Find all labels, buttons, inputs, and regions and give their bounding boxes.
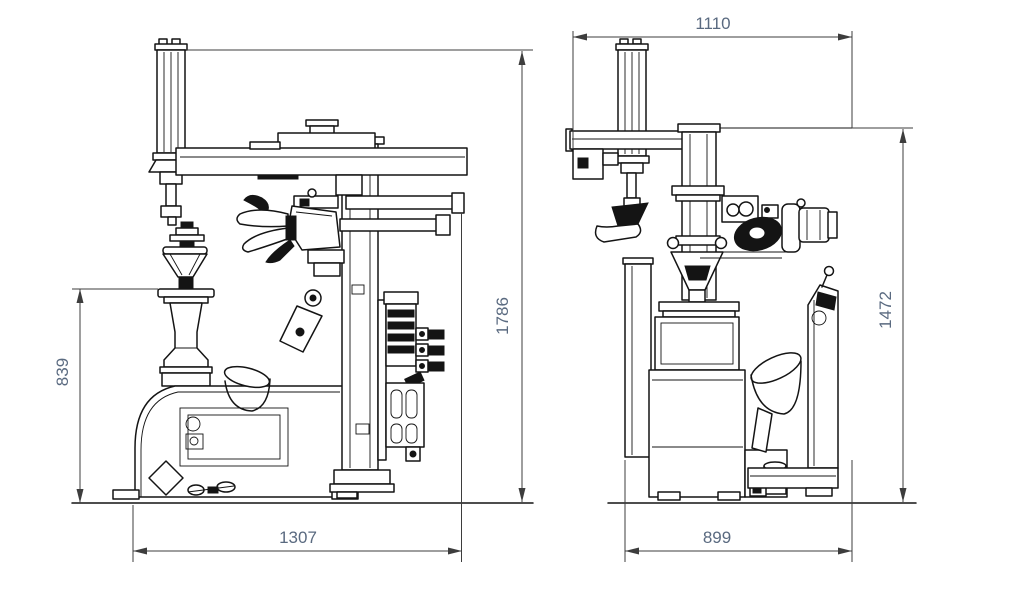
- front-base-cabinet: [112, 385, 359, 500]
- dimension-839: 839: [53, 288, 158, 503]
- dimension-annotations: 839 1786 1307 1110: [53, 14, 913, 562]
- front-valve-unit: [383, 291, 445, 462]
- dimension-1786: 1786: [186, 49, 533, 502]
- dimension-label-1110: 1110: [695, 14, 730, 33]
- dimension-label-1472: 1472: [876, 291, 895, 329]
- front-pedals: [187, 481, 236, 496]
- dimension-1110: 1110: [572, 14, 853, 148]
- front-connectors: [415, 327, 445, 373]
- front-cylinder: [148, 38, 194, 226]
- side-bead-breaker-disc: [750, 352, 802, 453]
- front-slide-rails: [339, 192, 465, 236]
- dimension-label-1307: 1307: [279, 528, 317, 547]
- side-swing-arm: [747, 265, 839, 497]
- side-view-drawing: [565, 38, 917, 504]
- front-diamond-plate: [148, 460, 184, 496]
- front-lock-icon: [185, 416, 201, 432]
- dimension-1472: 1472: [852, 127, 913, 502]
- side-rear-panel: [622, 257, 654, 458]
- side-arm-knob: [823, 265, 835, 277]
- dimension-899: 899: [624, 460, 853, 562]
- dimension-1307: 1307: [132, 213, 462, 562]
- front-badge-icon: [185, 433, 204, 450]
- front-brace: [279, 289, 323, 353]
- side-base-cabinet: [648, 301, 788, 501]
- front-left-foot: [112, 489, 140, 500]
- front-centering-cone-pedestal: [157, 221, 215, 387]
- side-column: [666, 123, 728, 303]
- dimension-label-1786: 1786: [493, 297, 512, 335]
- front-bead-breaker-disc: [223, 365, 271, 412]
- dimension-label-839: 839: [53, 358, 72, 386]
- front-view-drawing: [71, 38, 534, 504]
- claw-1: [243, 194, 269, 212]
- claw-3: [241, 227, 291, 253]
- side-beam: [565, 127, 852, 180]
- claw-2: [236, 209, 289, 228]
- side-motor-assembly: [700, 195, 838, 259]
- front-swing-arm: [175, 119, 468, 196]
- side-mount-head: [611, 202, 649, 227]
- front-mount-head: [236, 188, 345, 277]
- claw-4: [265, 239, 295, 264]
- dimension-label-899: 899: [703, 528, 731, 547]
- front-door-panel: [179, 407, 289, 467]
